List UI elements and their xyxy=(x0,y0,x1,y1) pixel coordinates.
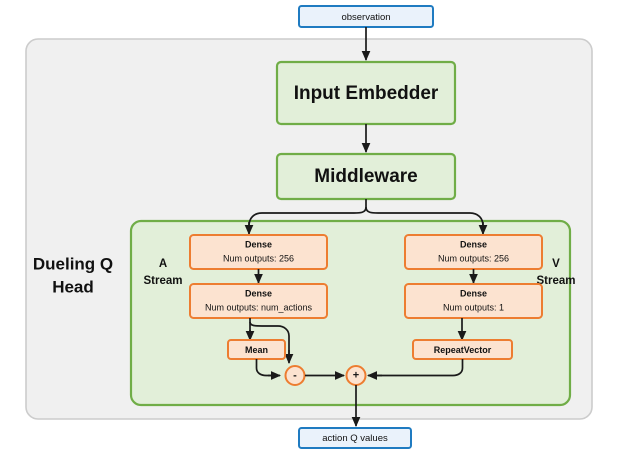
v-stream-dense-1-subtitle: Num outputs: 1 xyxy=(443,302,504,312)
edge-middleware-branch xyxy=(248,199,484,227)
observation-label: observation xyxy=(341,12,390,23)
dueling-q-head-title: Dueling Q Head xyxy=(33,254,113,296)
edge-mean-to-subtract xyxy=(255,359,276,377)
mean-node[interactable]: Mean xyxy=(227,339,286,360)
a-stream-dense-actions-title: Dense xyxy=(245,288,272,298)
a-stream-dense-256-node[interactable]: Dense Num outputs: 256 xyxy=(189,234,328,270)
edge-repeatvector-to-add xyxy=(375,359,464,377)
a-stream-label-line1: A xyxy=(159,258,167,270)
v-stream-dense-256-subtitle: Num outputs: 256 xyxy=(438,253,509,263)
input-embedder-label: Input Embedder xyxy=(294,83,439,104)
a-stream-dense-actions-node[interactable]: Dense Num outputs: num_actions xyxy=(189,283,328,319)
v-stream-dense-256-node[interactable]: Dense Num outputs: 256 xyxy=(404,234,543,270)
a-stream-dense-256-title: Dense xyxy=(245,239,272,249)
action-q-values-node[interactable]: action Q values xyxy=(298,427,412,449)
add-operator[interactable]: + xyxy=(345,365,367,386)
action-q-values-label: action Q values xyxy=(322,433,388,444)
a-stream-dense-actions-subtitle: Num outputs: num_actions xyxy=(205,302,313,312)
v-stream-label: V Stream xyxy=(537,258,576,287)
subtract-operator[interactable]: - xyxy=(284,365,306,386)
subtract-operator-sign: - xyxy=(293,369,297,381)
v-stream-label-line1: V xyxy=(552,258,560,270)
repeat-vector-label: RepeatVector xyxy=(434,345,492,355)
repeat-vector-node[interactable]: RepeatVector xyxy=(412,339,513,360)
mean-label: Mean xyxy=(245,345,268,355)
v-stream-dense-256-title: Dense xyxy=(460,239,487,249)
a-stream-label: A Stream xyxy=(144,258,183,287)
observation-node[interactable]: observation xyxy=(298,5,434,28)
middleware-node[interactable]: Middleware xyxy=(275,152,457,201)
add-operator-sign: + xyxy=(353,369,359,381)
middleware-label: Middleware xyxy=(314,166,417,187)
v-stream-label-line2: Stream xyxy=(537,275,576,287)
v-stream-dense-1-title: Dense xyxy=(460,288,487,298)
v-stream-dense-1-node[interactable]: Dense Num outputs: 1 xyxy=(404,283,543,319)
a-stream-label-line2: Stream xyxy=(144,275,183,287)
head-title-line2: Head xyxy=(52,277,94,296)
head-title-line1: Dueling Q xyxy=(33,254,113,273)
a-stream-dense-256-subtitle: Num outputs: 256 xyxy=(223,253,294,263)
input-embedder-node[interactable]: Input Embedder xyxy=(275,60,457,126)
